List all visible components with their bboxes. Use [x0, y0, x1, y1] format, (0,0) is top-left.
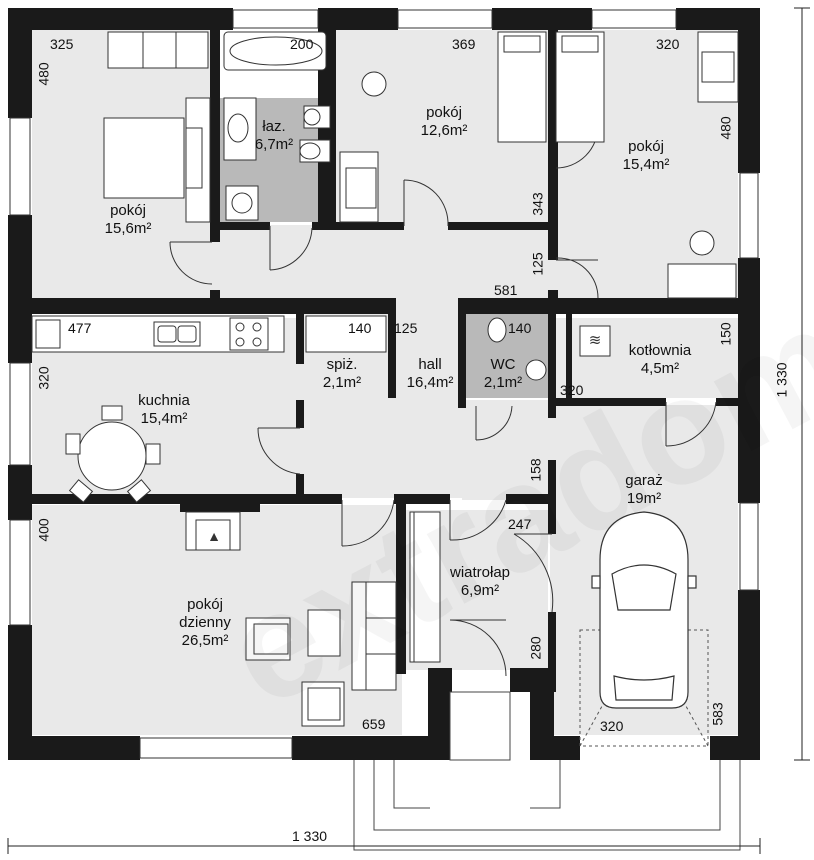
dim-label: 400 — [35, 518, 52, 542]
dim-label: 325 — [50, 36, 74, 52]
room-name-2: dzienny — [179, 614, 231, 631]
room-name: garaż — [625, 472, 663, 489]
room-label-bathroom: łaz. 6,7m² — [244, 118, 304, 154]
outer-walls — [8, 8, 760, 760]
furniture — [31, 31, 739, 727]
room-area: 16,4m² — [406, 374, 454, 391]
room-area: 4,5m² — [640, 360, 680, 377]
dim-label: 140 — [508, 320, 532, 336]
dim-label: 150 — [717, 322, 734, 346]
room-label-pantry: spiż. 2,1m² — [304, 356, 380, 392]
interior-walls — [32, 30, 738, 692]
room-label-room2: pokój 12,6m² — [404, 104, 484, 140]
dim-label: 659 — [362, 716, 386, 732]
dim-label: 320 — [600, 718, 624, 734]
entrance-steps — [353, 691, 741, 851]
room-name: pokój — [110, 202, 146, 219]
room-label-boiler-room: kotłownia 4,5m² — [612, 342, 708, 378]
room-area: 2,1m² — [322, 374, 362, 391]
dim-label: 125 — [529, 252, 546, 276]
room-area: 12,6m² — [420, 122, 468, 139]
dim-label: 280 — [527, 636, 544, 660]
dim-label: 480 — [35, 62, 52, 86]
room-name: wiatrołap — [449, 564, 511, 581]
room-area: 15,6m² — [104, 220, 152, 237]
overall-width-label: 1 330 — [292, 828, 328, 844]
dim-label: 320 — [35, 366, 52, 390]
room-label-kitchen: kuchnia 15,4m² — [124, 392, 204, 428]
dim-label: 343 — [529, 192, 546, 216]
windows — [9, 9, 759, 759]
dim-label: 477 — [68, 320, 92, 336]
dim-label: 158 — [527, 458, 544, 482]
room-label-room3: pokój 15,4m² — [606, 138, 686, 174]
room-label-bedroom: pokój 15,6m² — [88, 202, 168, 238]
room-name: spiż. — [326, 356, 358, 373]
room-area: 15,4m² — [140, 410, 188, 427]
room-name: pokój — [628, 138, 664, 155]
doors — [169, 125, 717, 677]
dim-label: 583 — [709, 702, 726, 726]
room-area: 26,5m² — [181, 632, 229, 649]
car — [591, 511, 697, 709]
dim-label: 369 — [452, 36, 476, 52]
overall-height-label: 1 330 — [773, 362, 790, 398]
dim-label: 125 — [394, 320, 418, 336]
fireplace-fire-icon: ▲ — [207, 528, 221, 544]
room-name: łaz. — [262, 118, 286, 135]
room-area: 6,7m² — [254, 136, 294, 153]
room-name: kotłownia — [628, 342, 692, 359]
dim-label: 247 — [508, 516, 532, 532]
room-area: 6,9m² — [460, 582, 500, 599]
dim-label: 320 — [656, 36, 680, 52]
room-label-vestibule: wiatrołap 6,9m² — [440, 564, 520, 600]
room-label-living-room: pokój dzienny 26,5m² — [162, 596, 248, 650]
dim-label: 320 — [560, 382, 584, 398]
overall-dimension-lines — [7, 7, 810, 854]
room-label-wc: WC 2,1m² — [470, 356, 536, 392]
room-name: hall — [418, 356, 442, 373]
dim-label: 200 — [290, 36, 314, 52]
dim-label: 581 — [494, 282, 518, 298]
room-label-garage: garaż 19m² — [604, 472, 684, 508]
room-name: WC — [490, 356, 516, 373]
room-name: pokój — [426, 104, 462, 121]
dim-label: 140 — [348, 320, 372, 336]
room-area: 2,1m² — [483, 374, 523, 391]
room-name: kuchnia — [138, 392, 190, 409]
boiler-icon: ≋ — [588, 332, 602, 349]
room-name: pokój — [187, 596, 223, 613]
room-area: 19m² — [626, 490, 662, 507]
room-area: 15,4m² — [622, 156, 670, 173]
room-label-hall: hall 16,4m² — [390, 356, 470, 392]
dim-label: 480 — [717, 116, 734, 140]
